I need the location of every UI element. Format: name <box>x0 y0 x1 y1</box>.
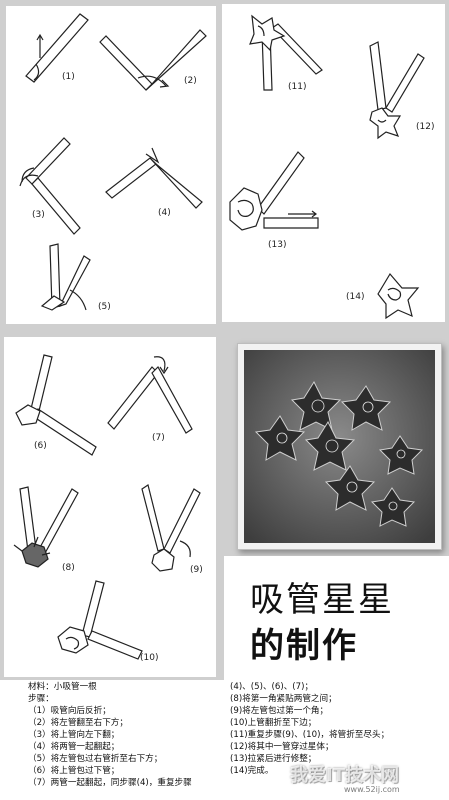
step-label-14: (14) <box>346 292 365 302</box>
instruction-left-line: 步骤： <box>28 694 54 704</box>
diagram-panel-steps-1-5: (1) (2) (3) (4) (5) <box>6 6 216 324</box>
instruction-left-line: （4）将两管一起翻起； <box>28 742 120 752</box>
instruction-right-line: (14)完成。 <box>230 766 274 776</box>
step-6-figure <box>15 354 97 456</box>
site-watermark: 我爱IT技术网 www.52ij.com <box>272 755 449 800</box>
step-label-5: (5) <box>98 302 111 312</box>
step-label-12: (12) <box>416 122 435 132</box>
step-14-figure <box>377 272 420 320</box>
finished-stars-photo <box>244 350 435 543</box>
step-7-figure <box>107 356 193 434</box>
title-block: 吸管星星 的制作 <box>224 556 449 680</box>
step-label-11: (11) <box>288 82 307 92</box>
step-11-figure <box>249 14 323 91</box>
diagram-panel-steps-6-10: (6) (7) (8) (9) (10) <box>4 337 216 677</box>
step-label-8: (8) <box>62 563 75 573</box>
instruction-right-line: (4)、(5)、(6)、(7)； <box>230 682 314 692</box>
step-2-figure <box>99 29 207 91</box>
title-line-2: 的制作 <box>250 626 358 666</box>
step-5-figure <box>40 243 91 311</box>
steps-6-10-drawing <box>13 354 201 660</box>
instruction-left-line: （2）将左管翻至右下方； <box>28 718 128 728</box>
finished-stars-image <box>244 350 435 543</box>
step-label-10: (10) <box>140 653 159 663</box>
step-13-figure <box>229 151 319 231</box>
steps-11-14-drawing <box>229 14 425 320</box>
step-label-3: (3) <box>32 210 45 220</box>
step-label-7: (7) <box>152 433 165 443</box>
instruction-left-line: （5）将左管包过右管折至右下方； <box>28 754 163 764</box>
step-label-4: (4) <box>158 208 171 218</box>
instruction-right-line: (12)将其中一管穿过星体； <box>230 742 334 752</box>
diagram-panel-steps-11-14: (11) (12) (13) (14) <box>222 4 445 322</box>
step-label-13: (13) <box>268 240 287 250</box>
step-4-figure <box>105 147 203 209</box>
watermark-url: www.52ij.com <box>344 785 400 794</box>
step-1-figure <box>25 13 89 83</box>
watermark-text: 我爱IT技术网 <box>290 765 399 786</box>
step-12-figure <box>369 41 425 140</box>
instruction-right-line: (9)将左管包过第一个角； <box>230 706 329 716</box>
instruction-right-line: (11)重复步骤(9)、(10)，将管折至尽头； <box>230 730 390 740</box>
title-line-1: 吸管星星 <box>250 580 394 620</box>
step-label-2: (2) <box>184 76 197 86</box>
step-label-9: (9) <box>190 565 203 575</box>
steps-1-5-drawing <box>19 13 207 311</box>
instruction-right-line: (10)上管翻折至下边； <box>230 718 317 728</box>
step-10-figure <box>57 580 143 660</box>
step-9-figure <box>141 484 201 572</box>
instruction-left-line: （6）将上管包过下管； <box>28 766 120 776</box>
instruction-left-line: 材料：小吸管一根 <box>28 682 97 692</box>
instruction-right-line: (13)拉紧后进行修整； <box>230 754 317 764</box>
instruction-left-line: （3）将上管向左下翻； <box>28 730 120 740</box>
instruction-left-line: （7）两管一起翻起，同步骤(4)，重复步骤 <box>28 778 192 788</box>
step-3-figure <box>19 137 81 235</box>
instructions-area: 材料：小吸管一根 步骤： （1）吸管向后反折； （2）将左管翻至右下方； （3）… <box>0 680 449 800</box>
step-8-figure <box>13 486 79 568</box>
finished-stars-photo-frame <box>237 343 442 550</box>
step-label-6: (6) <box>34 441 47 451</box>
step-label-1: (1) <box>62 72 75 82</box>
instruction-right-line: (8)将第一角紧贴两管之间； <box>230 694 337 704</box>
instruction-left-line: （1）吸管向后反折； <box>28 706 111 716</box>
